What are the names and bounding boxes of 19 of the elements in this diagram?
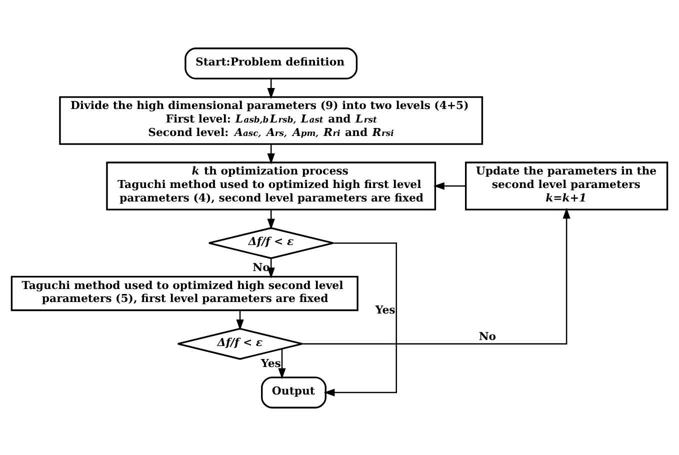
node-diamond: Δf/f < ε xyxy=(208,226,334,259)
arrow xyxy=(267,144,275,164)
arrow xyxy=(278,348,286,379)
arrow xyxy=(302,207,570,344)
arrow xyxy=(236,310,244,330)
node-box: Start:Problem definition xyxy=(184,47,358,79)
arrow xyxy=(267,78,275,98)
node-diamond: Δf/f < ε xyxy=(177,327,303,360)
node-box: k th optimization process Taguchi method used to optimized high first level parameters (4), second level parameters are fixed xyxy=(106,161,436,210)
node-box: Divide the high dimensional parameters (9) into two levels (4+5) First level: Lasb,bLrsb, Last and Lrst Second level: Aasc, Ars, Apm, Rri and Rrsi xyxy=(59,96,484,144)
edge-label: Yes xyxy=(375,303,396,316)
node-box: Output xyxy=(261,376,326,408)
node-box: Update the parameters in the second level parameters k=k+1 xyxy=(465,161,668,210)
arrow xyxy=(267,258,275,278)
arrow xyxy=(324,242,397,396)
arrow xyxy=(267,209,275,230)
node-box: Taguchi method used to optimized high second level parameters (5), first level parameters are fixed xyxy=(10,275,358,311)
arrow xyxy=(433,182,466,190)
edge-label: No xyxy=(478,329,496,342)
